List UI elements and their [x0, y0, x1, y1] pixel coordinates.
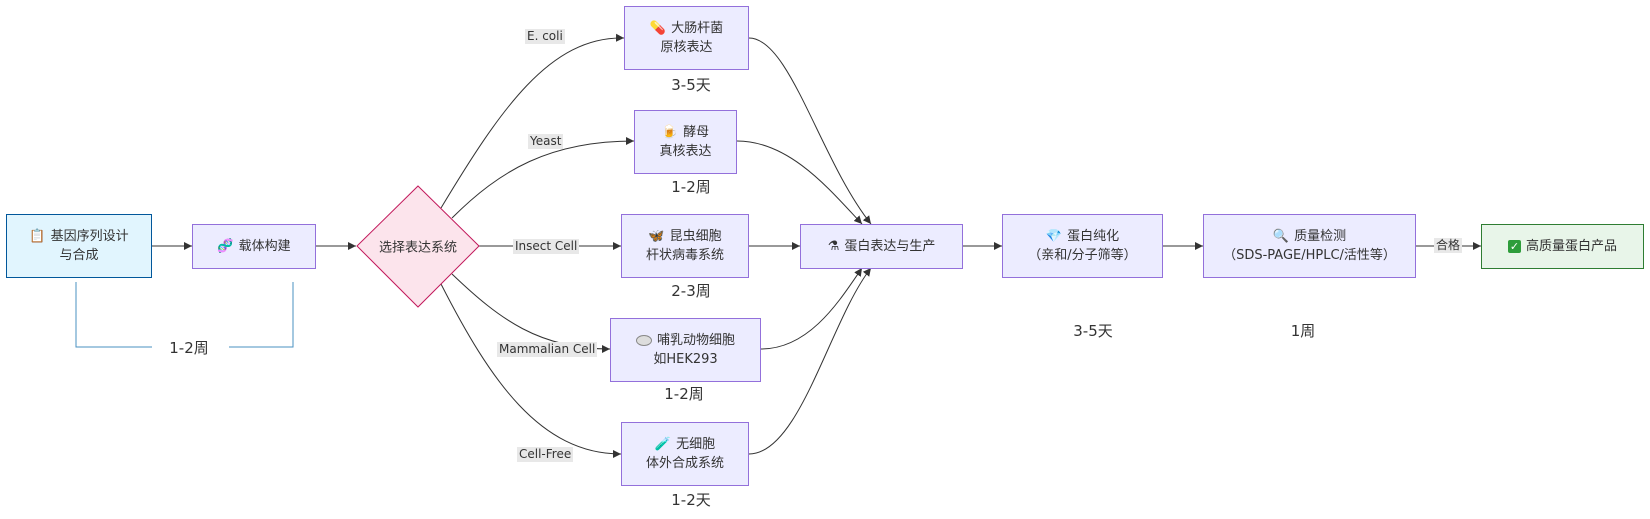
edge-choose-to-mammal — [451, 273, 611, 353]
edge-yeast-to-express — [736, 140, 863, 225]
edge-label-yeast: Yeast — [528, 134, 564, 149]
node-mammalian-cell[interactable]: 哺乳动物细胞 如HEK293 — [610, 318, 761, 382]
time-insect: 2-3周 — [671, 282, 711, 300]
duration-bracket — [75, 282, 294, 348]
cell-icon — [635, 335, 652, 346]
node-protein-purification[interactable]: 💎蛋白纯化 （亲和/分子筛等） — [1002, 214, 1163, 278]
test-tube-icon: 🧪 — [654, 437, 672, 452]
node-final-product[interactable]: ✓高质量蛋白产品 — [1481, 224, 1644, 269]
node-insect-cell[interactable]: 🦋昆虫细胞 杆状病毒系统 — [621, 214, 749, 278]
node-vector-construction[interactable]: 🧬载体构建 — [192, 224, 316, 269]
flask-icon: ⚗ — [827, 239, 840, 254]
edge-choose-to-ecoli — [440, 33, 625, 209]
edge-ecoli-to-express — [748, 37, 872, 225]
edge-cellfree-to-express — [748, 267, 872, 455]
pill-icon: 💊 — [649, 21, 667, 36]
time-yeast: 1-2周 — [671, 178, 711, 196]
node-quality-control[interactable]: 🔍质量检测 （SDS-PAGE/HPLC/活性等） — [1203, 214, 1416, 278]
edge-label-cellfree: Cell-Free — [517, 447, 574, 462]
clipboard-icon: 📋 — [29, 229, 46, 244]
edge-label-pass: 合格 — [1434, 238, 1463, 253]
node-cell-free[interactable]: 🧪无细胞 体外合成系统 — [621, 422, 749, 486]
node-ecoli[interactable]: 💊大肠杆菌 原核表达 — [624, 6, 749, 70]
node-gene-design[interactable]: 📋基因序列设计 与合成 — [6, 214, 152, 278]
edge-choose-to-cellfree — [440, 283, 622, 458]
edge-choose-to-yeast — [451, 137, 635, 219]
magnifier-icon: 🔍 — [1272, 229, 1290, 244]
check-icon: ✓ — [1507, 240, 1521, 253]
time-purify: 3-5天 — [1073, 322, 1113, 340]
edge-label-ecoli: E. coli — [525, 29, 565, 44]
time-mammal: 1-2周 — [664, 385, 704, 403]
time-ecoli: 3-5天 — [671, 76, 711, 94]
node-yeast[interactable]: 🍺酵母 真核表达 — [634, 110, 737, 174]
time-qc: 1周 — [1290, 322, 1316, 340]
edge-label-insect: Insect Cell — [513, 239, 580, 254]
edge-label-mammal: Mammalian Cell — [497, 342, 598, 357]
butterfly-icon: 🦋 — [648, 229, 665, 244]
node-protein-expression[interactable]: ⚗蛋白表达与生产 — [800, 224, 963, 269]
time-cellfree: 1-2天 — [671, 491, 711, 509]
beer-icon: 🍺 — [661, 125, 679, 140]
choose-system-label: 选择表达系统 — [378, 240, 458, 256]
dna-icon: 🧬 — [217, 239, 234, 254]
decision-diamond — [356, 185, 480, 308]
gem-icon: 💎 — [1045, 229, 1063, 244]
edge-mammal-to-express — [760, 267, 863, 350]
time-gene-vector: 1-2周 — [169, 339, 209, 357]
